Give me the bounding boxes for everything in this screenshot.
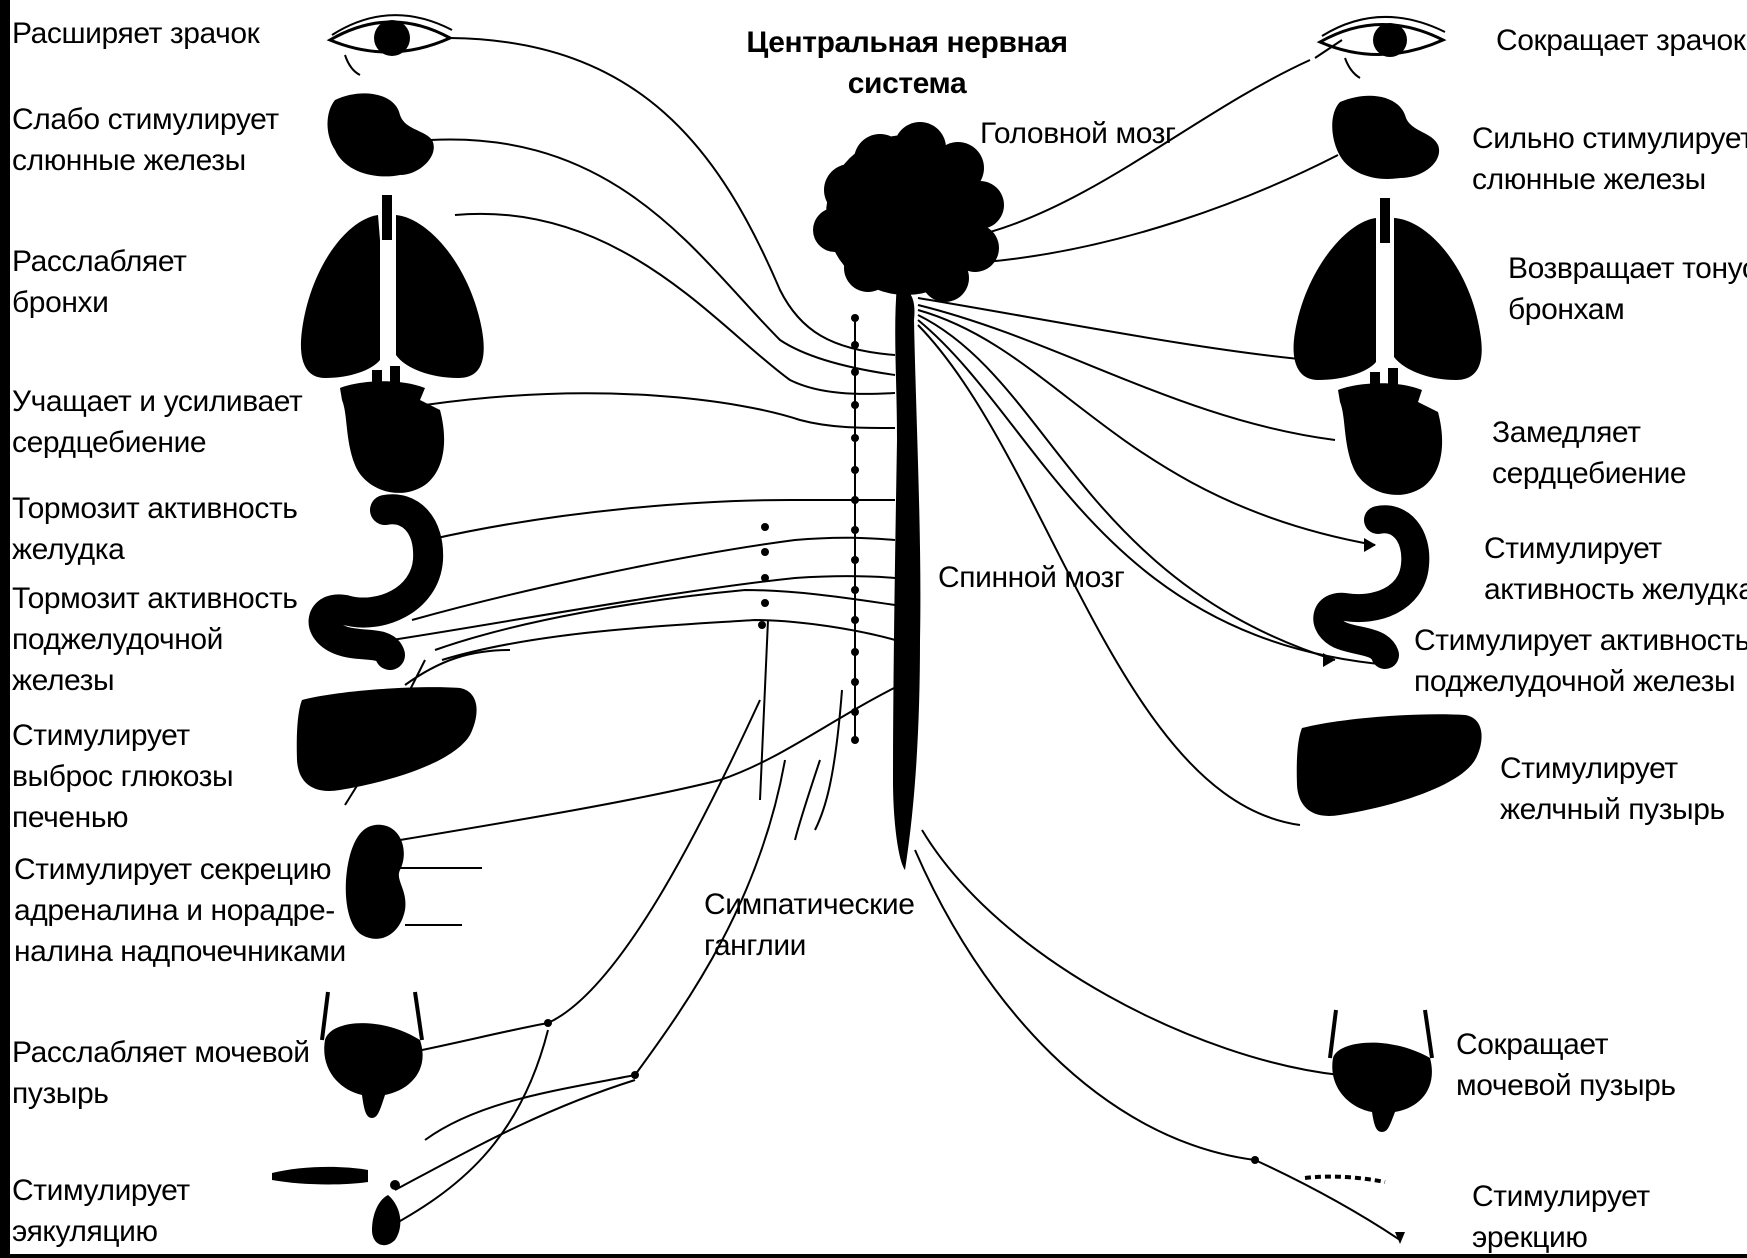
symp-liver-line-3: печенью [12,797,233,838]
parasymp-gallbladder-label: Стимулирует желчный пузырь [1500,748,1725,830]
parasymp-pancreas-line-2: поджелудочной железы [1414,661,1747,702]
parasymp-salivary-line-2: слюнные железы [1472,159,1747,200]
symp-salivary-line-1: Слабо стимулирует [12,99,279,140]
parasymp-gallbladder-line-1: Стимулирует [1500,748,1725,789]
parasymp-genital-line-1: Стимулирует [1472,1176,1650,1217]
symp-heart-line-2: сердцебиение [12,422,302,463]
symp-salivary-label: Слабо стимулирует слюнные железы [12,99,279,181]
diagram-title-line-1: Центральная нервная [742,22,1072,63]
brain-label: Головной мозг [980,113,1176,154]
symp-liver-line-1: Стимулирует [12,715,233,756]
parasymp-bladder-line-1: Сокращает [1456,1024,1676,1065]
parasymp-genital-label: Стимулирует эрекцию [1472,1176,1650,1258]
symp-bladder-line-1: Расслабляет мочевой [12,1032,310,1073]
parasymp-bronchi-line-1: Возвращает тонус [1508,248,1747,289]
symp-pancreas-line-1: Тормозит активность [12,578,298,619]
parasymp-bronchi-label: Возвращает тонус бронхам [1508,248,1747,330]
ganglia-label-line-1: Симпатические [704,884,915,925]
parasymp-bladder-label: Сокращает мочевой пузырь [1456,1024,1676,1106]
symp-eye-label: Расширяет зрачок [12,13,259,54]
symp-stomach-line-1: Тормозит активность [12,488,298,529]
parasymp-pancreas-line-1: Стимулирует активность [1414,620,1747,661]
symp-salivary-line-2: слюнные железы [12,140,279,181]
symp-adrenal-line-3: налина надпочечниками [14,931,346,972]
parasymp-eye-label: Сокращает зрачок [1496,20,1745,61]
symp-adrenal-line-2: адреналина и норадре- [14,890,346,931]
symp-stomach-line-2: желудка [12,529,298,570]
symp-genital-line-1: Стимулирует [12,1170,190,1211]
symp-bronchi-line-2: бронхи [12,282,187,323]
diagram-title-line-2: система [742,63,1072,104]
parasymp-salivary-line-1: Сильно стимулирует [1472,118,1747,159]
parasymp-salivary-label: Сильно стимулирует слюнные железы [1472,118,1747,200]
symp-eye-line-1: Расширяет зрачок [12,13,259,54]
parasymp-bronchi-line-2: бронхам [1508,289,1747,330]
symp-pancreas-line-2: поджелудочной [12,619,298,660]
symp-bladder-line-2: пузырь [12,1073,310,1114]
symp-genital-line-2: эякуляцию [12,1211,190,1252]
spinal-cord-label: Спинной мозг [938,557,1124,598]
parasymp-stomach-line-1: Стимулирует [1484,528,1747,569]
parasymp-stomach-label: Стимулирует активность желудка [1484,528,1747,610]
parasymp-bladder-line-2: мочевой пузырь [1456,1065,1676,1106]
parasymp-gallbladder-line-2: желчный пузырь [1500,789,1725,830]
parasymp-heart-line-2: сердцебиение [1492,453,1686,494]
symp-heart-line-1: Учащает и усиливает [12,381,302,422]
symp-adrenal-label: Стимулирует секрецию адреналина и норадр… [14,849,346,972]
symp-heart-label: Учащает и усиливает сердцебиение [12,381,302,463]
brain-label-text: Головной мозг [980,113,1176,154]
spinal-cord-label-text: Спинной мозг [938,557,1124,598]
symp-pancreas-label: Тормозит активность поджелудочной железы [12,578,298,701]
parasymp-heart-label: Замедляет сердцебиение [1492,412,1686,494]
parasymp-genital-line-2: эрекцию [1472,1217,1650,1258]
ganglia-label: Симпатические ганглии [704,884,915,966]
symp-adrenal-line-1: Стимулирует секрецию [14,849,346,890]
symp-liver-line-2: выброс глюкозы [12,756,233,797]
parasymp-stomach-line-2: активность желудка [1484,569,1747,610]
parasymp-pancreas-label: Стимулирует активность поджелудочной жел… [1414,620,1747,702]
symp-genital-label: Стимулирует эякуляцию [12,1170,190,1252]
symp-bladder-label: Расслабляет мочевой пузырь [12,1032,310,1114]
symp-bronchi-line-1: Расслабляет [12,241,187,282]
symp-stomach-label: Тормозит активность желудка [12,488,298,570]
symp-bronchi-label: Расслабляет бронхи [12,241,187,323]
symp-liver-label: Стимулирует выброс глюкозы печенью [12,715,233,838]
symp-pancreas-line-3: железы [12,660,298,701]
parasymp-eye-line-1: Сокращает зрачок [1496,20,1745,61]
parasymp-heart-line-1: Замедляет [1492,412,1686,453]
ganglia-label-line-2: ганглии [704,925,915,966]
diagram-title: Центральная нервная система [742,22,1072,104]
